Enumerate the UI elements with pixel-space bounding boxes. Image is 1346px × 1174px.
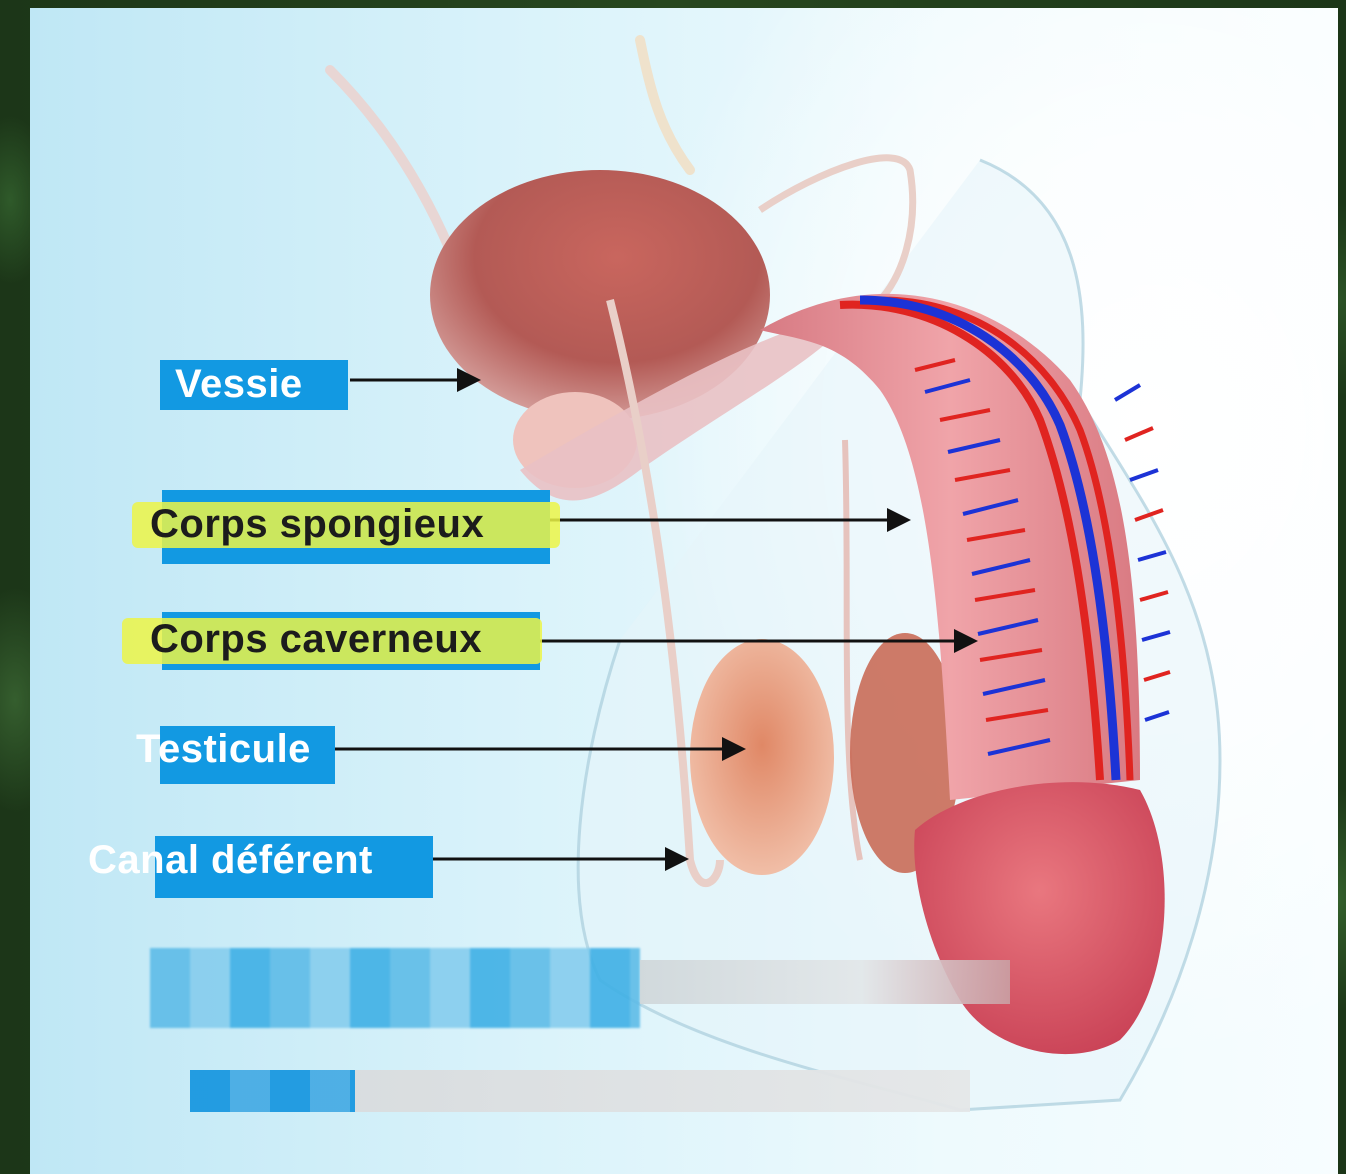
vas-deferens-top [760, 158, 913, 300]
redacted-bar-2 [190, 1070, 355, 1112]
label-corps-spongieux: Corps spongieux [150, 497, 484, 551]
ureter-left [330, 70, 450, 250]
label-canal-deferent: Canal déférent [88, 833, 373, 887]
redacted-bar-1b [640, 960, 1010, 1004]
redacted-bar-1 [150, 948, 640, 1028]
label-corps-caverneux: Corps caverneux [150, 612, 482, 666]
label-vessie: Vessie [175, 357, 303, 411]
redacted-bar-2b [355, 1070, 970, 1112]
label-testicule: Testicule [136, 722, 311, 776]
testicle-left [690, 639, 834, 875]
ureter-right [640, 40, 690, 170]
